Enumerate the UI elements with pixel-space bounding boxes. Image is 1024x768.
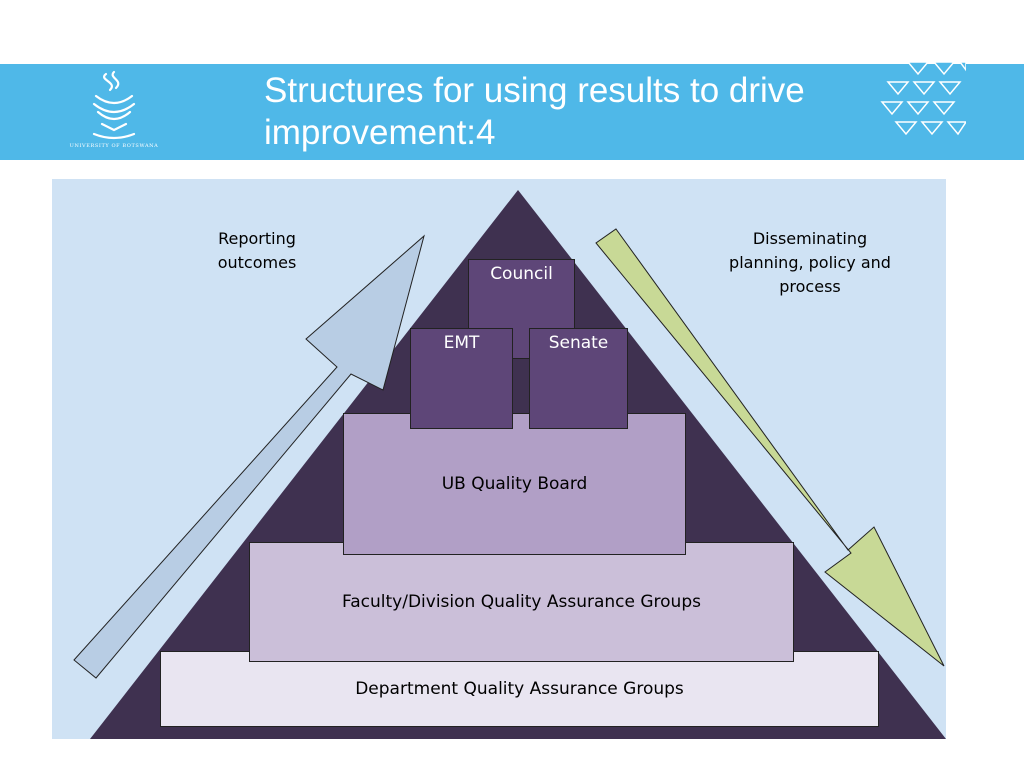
disseminating-line-1: Disseminating — [752, 229, 868, 248]
tier-council-label: Council — [490, 264, 553, 284]
tier-senate: Senate — [529, 328, 628, 429]
header-band — [0, 64, 1024, 160]
university-logo — [92, 70, 136, 140]
tier-quality-board-label: UB Quality Board — [441, 474, 588, 494]
disseminating-line-3: process — [779, 277, 841, 296]
tier-emt-label: EMT — [443, 333, 480, 353]
tier-department-groups: Department Quality Assurance Groups — [160, 651, 879, 727]
reporting-up-arrow — [73, 234, 425, 679]
disseminating-down-arrow — [595, 228, 945, 667]
tier-faculty-groups: Faculty/Division Quality Assurance Group… — [249, 542, 794, 662]
tier-department-label: Department Quality Assurance Groups — [355, 679, 684, 699]
tier-emt: EMT — [410, 328, 513, 429]
slide-title-line-1: Structures for using results to drive — [264, 71, 805, 110]
decorative-triangle-tiles — [880, 62, 966, 136]
tier-quality-board: UB Quality Board — [343, 413, 686, 555]
disseminating-label: Disseminating planning, policy and proce… — [700, 227, 920, 299]
reporting-line-1: Reporting — [218, 229, 296, 248]
slide-title: Structures for using results to drive im… — [264, 70, 884, 154]
tier-senate-label: Senate — [548, 333, 609, 353]
reporting-line-2: outcomes — [217, 253, 297, 272]
reporting-outcomes-label: Reporting outcomes — [187, 227, 327, 275]
logo-caption: UNIVERSITY OF BOTSWANA — [69, 143, 159, 149]
disseminating-line-2: planning, policy and — [729, 253, 891, 272]
slide-title-line-2: improvement:4 — [264, 113, 496, 152]
tier-faculty-label: Faculty/Division Quality Assurance Group… — [342, 592, 701, 612]
